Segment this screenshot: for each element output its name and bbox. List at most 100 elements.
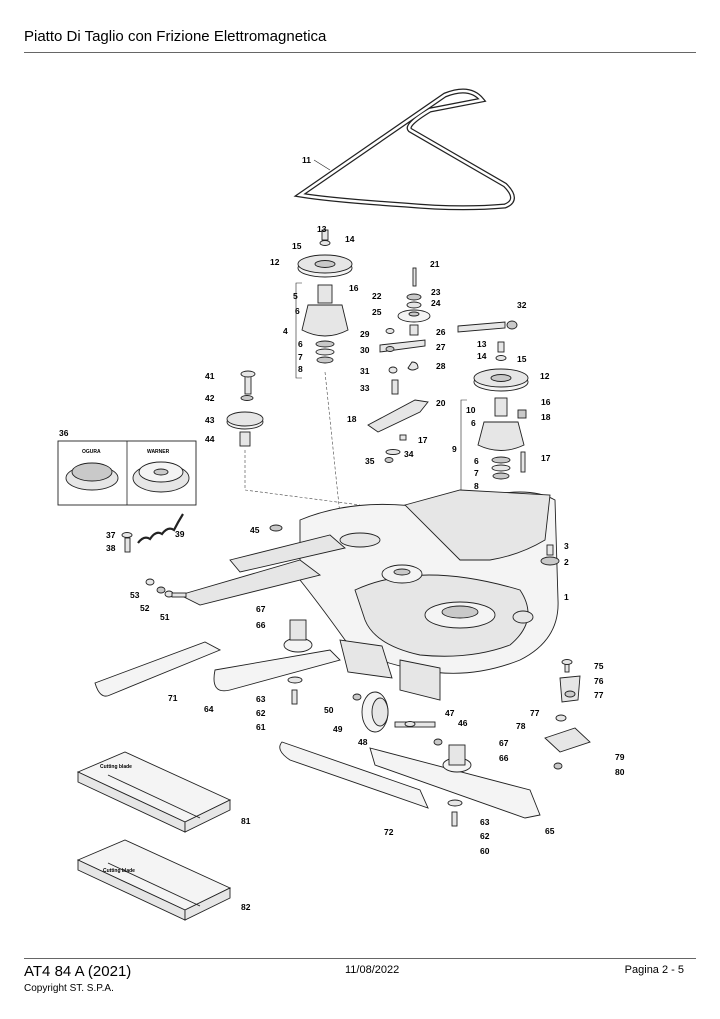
callout-35: 35 [365,456,375,466]
callout-15: 15 [292,241,302,251]
callout-4: 4 [283,326,288,336]
callout-43: 43 [205,415,215,425]
callout-17b: 17 [541,453,551,463]
callout-77b: 77 [530,708,540,718]
page-title: Piatto Di Taglio con Frizione Elettromag… [24,28,327,45]
callout-80: 80 [615,767,625,777]
callout-63: 63 [256,694,266,704]
callout-22: 22 [372,291,382,301]
drive-belt [293,88,515,211]
callout-18b: 18 [541,412,551,422]
callout-72: 72 [384,827,394,837]
blade-box-81-label: Cutting blade [100,764,132,770]
deck-bolt-kit [145,578,187,598]
callout-18: 18 [347,414,357,424]
callout-71: 71 [168,693,178,703]
callout-66: 66 [256,620,266,630]
callout-27: 27 [436,342,446,352]
callout-63b: 63 [480,817,490,827]
callout-47: 47 [445,708,455,718]
deck-roller-wheel [352,691,443,746]
callout-29: 29 [360,329,370,339]
callout-8: 8 [298,364,303,374]
callout-26: 26 [436,327,446,337]
callout-16b: 16 [541,397,551,407]
clutch-options-box [57,440,197,506]
callout-62: 62 [256,708,266,718]
callout-79: 79 [615,752,625,762]
blade-box-81 [76,751,232,833]
callout-67: 67 [256,604,266,614]
clutch-pulley-assembly [226,370,264,447]
callout-81: 81 [241,816,251,826]
page-number: Pagina 2 - 5 [624,964,684,976]
copyright: Copyright ST. S.P.A. [24,983,114,994]
callout-21: 21 [430,259,440,269]
callout-42: 42 [205,393,215,403]
callout-31: 31 [360,366,370,376]
callout-44: 44 [205,434,215,444]
callout-52: 52 [140,603,150,613]
callout-7b: 7 [474,468,479,478]
callout-67b: 67 [499,738,509,748]
callout-1: 1 [564,592,569,602]
left-spindle-assembly [297,229,353,364]
callout-51: 51 [160,612,170,622]
callout-14: 14 [345,234,355,244]
right-blade-set [279,741,541,827]
callout-66b: 66 [499,753,509,763]
callout-64: 64 [204,704,214,714]
callout-24: 24 [431,298,441,308]
callout-33: 33 [360,383,370,393]
callout-7: 7 [298,352,303,362]
callout-49: 49 [333,724,343,734]
blade-box-82-label: Cutting blade [103,868,135,874]
callout-10: 10 [466,405,476,415]
idler-assembly [367,267,518,463]
callout-3: 3 [564,541,569,551]
callout-38: 38 [106,543,116,553]
callout-11: 11 [302,155,311,165]
model-name: AT4 84 A (2021) [24,963,132,980]
print-date: 11/08/2022 [345,964,400,976]
callout-75: 75 [594,661,604,671]
callout-16: 16 [349,283,359,293]
callout-48: 48 [358,737,368,747]
callout-82: 82 [241,902,251,912]
callout-8b: 8 [474,481,479,491]
callout-23: 23 [431,287,441,297]
callout-30: 30 [360,345,370,355]
left-blade-set [94,619,341,705]
tension-spring [121,513,184,553]
callout-76: 76 [594,676,604,686]
callout-6: 6 [295,306,300,316]
callout-65: 65 [545,826,555,836]
callout-45: 45 [250,525,260,535]
callout-77: 77 [594,690,604,700]
callout-34: 34 [404,449,414,459]
callout-46: 46 [458,718,468,728]
callout-78: 78 [516,721,526,731]
mower-deck [178,489,560,701]
callout-12: 12 [270,257,280,267]
ogura-label: OGURA [82,449,101,455]
callout-12b: 12 [540,371,550,381]
callout-25: 25 [372,307,382,317]
callout-28: 28 [436,361,446,371]
callout-13b: 13 [477,339,487,349]
callout-6c: 6 [471,418,476,428]
callout-32: 32 [517,300,527,310]
callout-37: 37 [106,530,116,540]
callout-39: 39 [175,529,185,539]
callout-17: 17 [418,435,428,445]
callout-5: 5 [293,291,298,301]
callout-2: 2 [564,557,569,567]
callout-61: 61 [256,722,266,732]
right-spindle-assembly [473,341,529,480]
callout-62b: 62 [480,831,490,841]
callout-36: 36 [59,428,69,438]
discharge-guard-assembly [544,659,591,770]
warner-label: WARNER [147,449,170,455]
callout-15b: 15 [517,354,527,364]
